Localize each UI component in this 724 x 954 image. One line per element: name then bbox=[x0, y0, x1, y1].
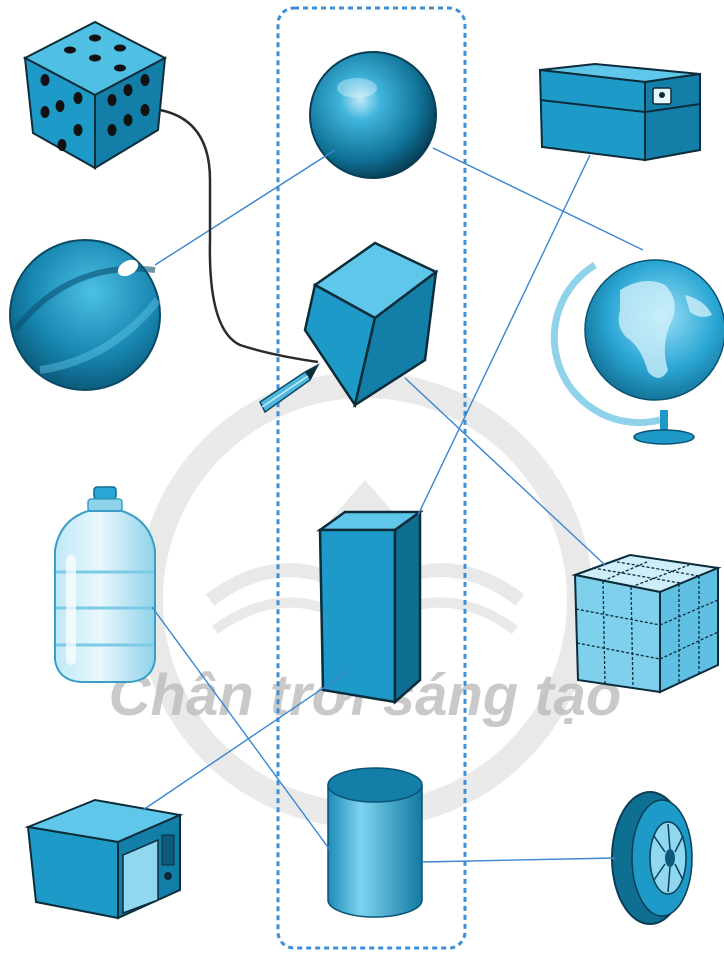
cuboid-shape[interactable] bbox=[320, 512, 420, 702]
globe-icon[interactable] bbox=[554, 260, 724, 444]
match-line-ball-sphere bbox=[155, 150, 335, 265]
dice-icon[interactable] bbox=[25, 22, 165, 168]
cylinder-shape[interactable] bbox=[328, 768, 422, 917]
match-line-cylinder-tire bbox=[422, 858, 615, 862]
match-line-box-cuboid bbox=[418, 155, 590, 515]
sphere-shape[interactable] bbox=[310, 52, 436, 178]
microwave-icon[interactable] bbox=[28, 800, 180, 918]
rubik-cube-icon[interactable] bbox=[575, 555, 718, 692]
beach-ball-icon[interactable] bbox=[10, 240, 160, 390]
treasure-box-icon[interactable] bbox=[540, 64, 700, 160]
match-line-dice-cube bbox=[160, 110, 318, 362]
tire-icon[interactable] bbox=[612, 792, 692, 924]
match-line-cube-rubik bbox=[405, 378, 605, 565]
water-bottle-icon[interactable] bbox=[55, 487, 155, 682]
